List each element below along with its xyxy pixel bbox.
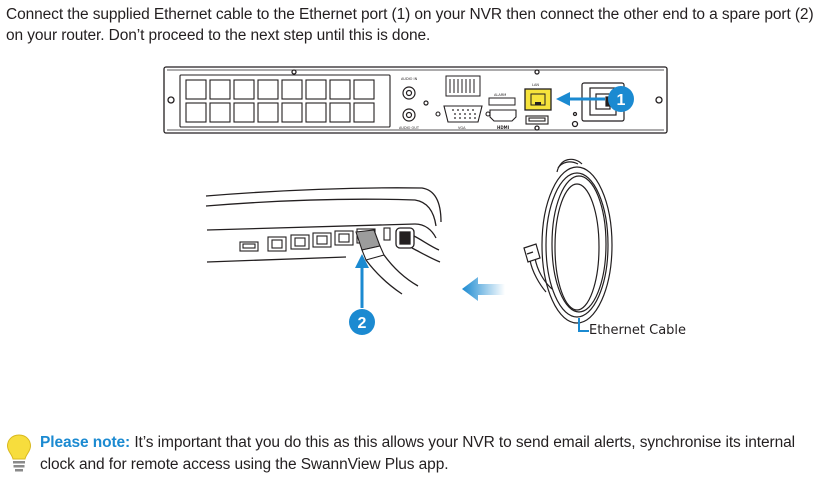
- instruction-text: Connect the supplied Ethernet cable to t…: [6, 6, 814, 44]
- connection-diagram: AUDIO IN AUDIO OUT ALARM VGA HDMI LAN: [163, 66, 668, 335]
- arrow-to-lan-port: [556, 92, 605, 106]
- audio-out-label: AUDIO OUT: [399, 126, 420, 130]
- callout-1-number: 1: [617, 92, 626, 109]
- cable-label-bracket: [578, 318, 589, 332]
- flow-arrow: [462, 277, 505, 301]
- router-cable: [365, 254, 419, 295]
- callout-1-badge: 1: [608, 86, 634, 112]
- vga-label: VGA: [458, 126, 466, 130]
- note-box: Please note: It’s important that you do …: [6, 432, 832, 480]
- hdmi-port: [489, 109, 517, 122]
- router-power-cable: [395, 227, 441, 263]
- nvr-rear-panel: [163, 66, 668, 134]
- hdmi-label: HDMI: [497, 125, 510, 130]
- usb-port: [525, 115, 549, 125]
- router-illustration: [205, 187, 442, 263]
- lan-port: [524, 88, 552, 111]
- note-title: Please note:: [40, 434, 131, 451]
- poe-port-block: [179, 74, 391, 128]
- callout-2-badge: 2: [349, 309, 375, 335]
- router-ethernet-plug: [355, 229, 385, 261]
- poe-ports-bottom-row: [185, 102, 375, 123]
- callout-2-number: 2: [358, 315, 367, 332]
- alarm-label: ALARM: [494, 93, 506, 97]
- ethernet-cable-label: Ethernet Cable: [589, 323, 687, 338]
- note-text: Please note: It’s important that you do …: [40, 432, 832, 475]
- note-body: It’s important that you do this as this …: [40, 434, 795, 473]
- alarm-terminal: [445, 75, 516, 106]
- lan-label: LAN: [532, 83, 539, 87]
- vga-port: [435, 105, 491, 123]
- coiled-ethernet-cable: [523, 158, 613, 324]
- audio-jacks: [402, 86, 429, 122]
- audio-in-label: AUDIO IN: [401, 77, 418, 81]
- lightbulb-icon: [6, 434, 32, 472]
- poe-ports-top-row: [185, 79, 375, 100]
- arrow-to-router-port: [355, 254, 369, 308]
